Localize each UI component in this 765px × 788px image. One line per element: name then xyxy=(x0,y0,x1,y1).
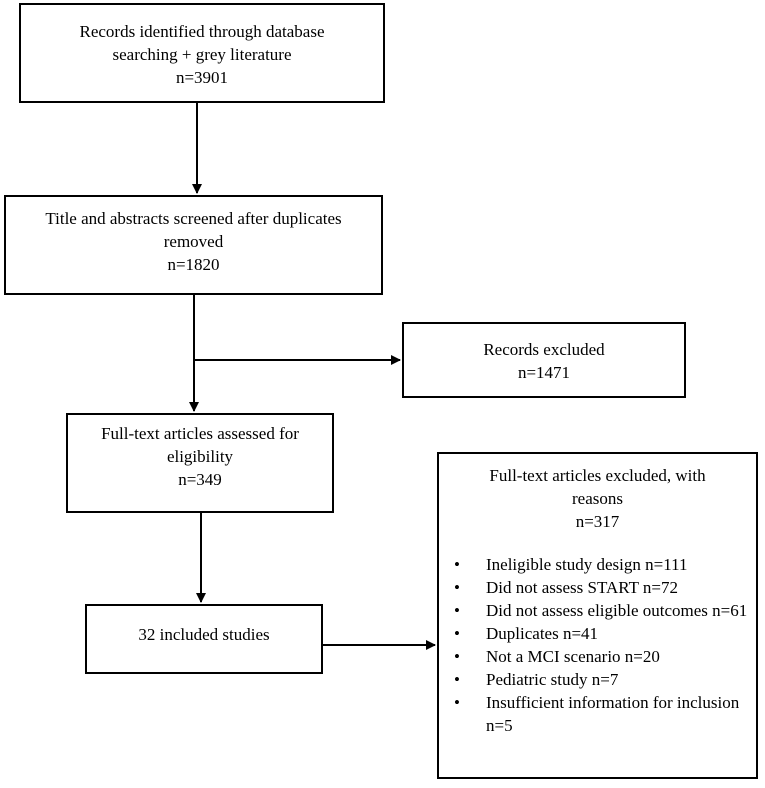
included-studies-label: 32 included studies xyxy=(138,625,270,644)
fulltext-assessed-box: Full-text articles assessed for eligibil… xyxy=(66,413,334,513)
bullet-icon: • xyxy=(454,670,460,689)
list-item: • Did not assess eligible outcomes n=61 xyxy=(439,599,756,622)
list-item: • Ineligible study design n=111 xyxy=(439,553,756,576)
fulltext-line-1: Full-text articles assessed for xyxy=(101,424,299,443)
fulltext-excluded-count: n=317 xyxy=(575,512,620,531)
bullet-icon: • xyxy=(454,555,460,574)
included-studies-box: 32 included studies xyxy=(85,604,323,674)
reason-text: Not a MCI scenario n=20 xyxy=(486,647,660,666)
reason-text: Did not assess START n=72 xyxy=(486,578,679,597)
records-identified-line-2: searching + grey literature xyxy=(112,45,292,64)
exclusion-reasons-list: • Ineligible study design n=111 • Did not … xyxy=(439,553,756,737)
screened-line-2: removed xyxy=(163,232,224,251)
screened-line-1: Title and abstracts screened after dupli… xyxy=(45,209,342,228)
bullet-icon: • xyxy=(454,624,460,643)
records-excluded-box: Records excluded n=1471 xyxy=(402,322,686,398)
fulltext-excluded-line-2: reasons xyxy=(572,489,623,508)
bullet-icon: • xyxy=(454,578,460,597)
list-item: • Not a MCI scenario n=20 xyxy=(439,645,756,668)
reason-text: Insufficient information for inclusion n… xyxy=(486,693,740,735)
list-item: • Duplicates n=41 xyxy=(439,622,756,645)
list-item: • Pediatric study n=7 xyxy=(439,668,756,691)
reason-text: Ineligible study design n=111 xyxy=(486,555,688,574)
screened-box: Title and abstracts screened after dupli… xyxy=(4,195,383,295)
fulltext-line-2: eligibility xyxy=(166,447,234,466)
records-excluded-label: Records excluded xyxy=(483,340,605,359)
fulltext-count: n=349 xyxy=(178,470,222,489)
reason-text: Pediatric study n=7 xyxy=(486,670,619,689)
bullet-icon: • xyxy=(454,647,460,666)
bullet-icon: • xyxy=(454,693,460,712)
bullet-icon: • xyxy=(454,601,460,620)
reason-text: Duplicates n=41 xyxy=(486,624,599,643)
screened-count: n=1820 xyxy=(167,255,220,274)
reason-text: Did not assess eligible outcomes n=61 xyxy=(486,601,748,620)
fulltext-excluded-box: Full-text articles excluded, with reason… xyxy=(437,452,758,779)
fulltext-excluded-line-1: Full-text articles excluded, with xyxy=(489,466,706,485)
records-excluded-count: n=1471 xyxy=(517,363,571,382)
records-identified-box: Records identified through database sear… xyxy=(19,3,385,103)
records-identified-count: n=3901 xyxy=(175,68,229,87)
list-item: • Did not assess START n=72 xyxy=(439,576,756,599)
records-identified-line-1: Records identified through database xyxy=(79,22,325,41)
list-item: • Insufficient information for inclusion … xyxy=(439,691,756,737)
